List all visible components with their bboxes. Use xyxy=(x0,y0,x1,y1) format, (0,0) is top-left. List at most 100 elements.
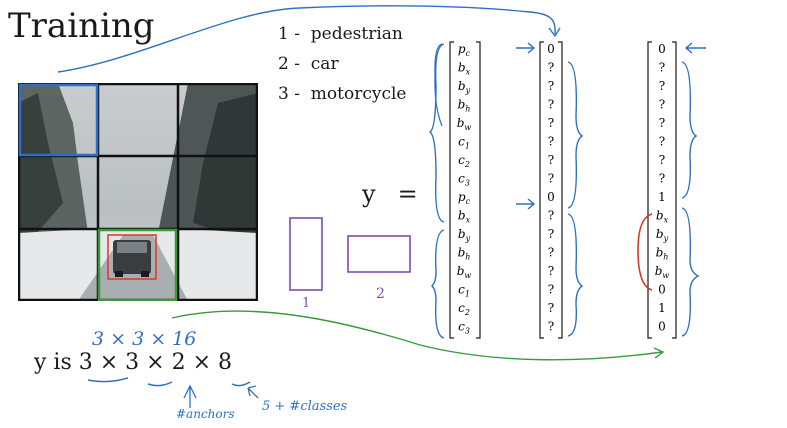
equals-sign: = xyxy=(397,180,418,208)
class-num: 2 - xyxy=(278,54,300,74)
vector-label-cell: c2 xyxy=(458,301,470,317)
vector-b-bracket-right xyxy=(672,41,677,339)
vector-a-cell: ? xyxy=(548,283,554,297)
vector-b-cell: ? xyxy=(659,135,665,149)
vector-a-cell: ? xyxy=(548,227,554,241)
vector-b-brace-bottom xyxy=(681,207,700,337)
vector-b-cell: ? xyxy=(659,153,665,167)
vector-b-cell: ? xyxy=(659,116,665,130)
class-label: motorcycle xyxy=(310,84,407,104)
anchor-box-1 xyxy=(289,217,323,291)
handwritten-classes-note: 5 + #classes xyxy=(262,399,348,414)
vector-b-cell: bw xyxy=(655,264,670,280)
vector-b-brace-top xyxy=(681,61,698,199)
slide-title: Training xyxy=(8,6,155,46)
vector-a-cell: ? xyxy=(548,301,554,315)
green-arrow-cell-to-vector xyxy=(171,310,665,361)
y-symbol: y xyxy=(362,180,376,208)
vector-a-cell: ? xyxy=(548,264,554,278)
arrow-left-icon xyxy=(684,42,706,54)
car-box-highlight xyxy=(637,213,653,291)
vector-a-cell: ? xyxy=(548,209,554,223)
class-num: 1 - xyxy=(278,24,300,44)
vector-a-cell: ? xyxy=(548,320,554,334)
vector-label-cell: c3 xyxy=(458,172,470,188)
right-trees-dark xyxy=(193,93,258,243)
vector-label-cell: c3 xyxy=(458,320,470,336)
class-label: pedestrian xyxy=(310,24,403,44)
left-trees-dark xyxy=(18,93,63,243)
vector-a-cell: ? xyxy=(548,135,554,149)
class-num: 3 - xyxy=(278,84,300,104)
truck-window xyxy=(117,242,147,253)
vector-label-cell: bw xyxy=(457,116,472,132)
vector-b-cell: ? xyxy=(659,79,665,93)
vector-a-cell: ? xyxy=(548,116,554,130)
underline-3x3 xyxy=(87,377,129,383)
arrow-up-icon xyxy=(183,384,197,408)
shape-value: 3 × 3 × 2 × 8 xyxy=(78,350,232,375)
vector-a-cell: ? xyxy=(548,172,554,186)
vector-a-cell: 0 xyxy=(547,42,555,56)
vector-a-brace-bottom xyxy=(567,213,584,337)
anchor2-brace xyxy=(431,229,445,339)
vector-label-cell: c1 xyxy=(458,135,470,151)
vector-label-cell: bh xyxy=(458,98,471,114)
label-vector-bracket-right xyxy=(476,41,481,339)
shape-prefix: y is xyxy=(34,350,72,375)
handwritten-shape: 3 × 3 × 16 xyxy=(92,328,196,350)
truck-wheel xyxy=(141,271,149,277)
anchor-box-2 xyxy=(347,235,411,273)
vector-label-cell: pc xyxy=(458,190,471,206)
arrow-diag-icon xyxy=(247,385,259,399)
class-item-2: 2 - car xyxy=(278,54,339,74)
arrow-right-icon xyxy=(516,198,536,210)
anchor-box-sketches: 1 2 xyxy=(289,217,411,310)
vector-label-cell: pc xyxy=(458,42,471,58)
highlight-cell-blue xyxy=(18,83,99,157)
vector-a-cell: ? xyxy=(548,98,554,112)
underline-8 xyxy=(231,381,251,387)
vector-a-cell: 0 xyxy=(547,190,555,204)
vector-b-cell: bh xyxy=(656,246,669,262)
vector-a: 0??????? 0??????? xyxy=(547,42,555,334)
blue-arrow-cell-to-vector xyxy=(57,5,561,73)
vector-b-cell: 1 xyxy=(658,190,666,204)
vector-label-cell: by xyxy=(458,227,471,243)
y-equals: y= xyxy=(362,180,418,208)
vector-a-cell: ? xyxy=(548,61,554,75)
vector-b-cell: ? xyxy=(659,172,665,186)
anchor-box-2-label: 2 xyxy=(376,286,385,302)
vector-b-cell: 0 xyxy=(658,320,666,334)
vector-b-cell: ? xyxy=(659,61,665,75)
underline-2 xyxy=(147,381,173,387)
vector-a-cell: ? xyxy=(548,153,554,167)
vector-b-cell: by xyxy=(656,227,669,243)
vector-a-brace-top xyxy=(567,61,584,209)
anchor1-brace xyxy=(428,43,445,223)
class-item-3: 3 - motorcycle xyxy=(278,84,406,104)
vector-a-bracket-right xyxy=(558,41,563,339)
anchor-box-1-label: 1 xyxy=(302,296,310,310)
vector-b-bracket-left xyxy=(647,41,652,339)
training-image-grid xyxy=(18,83,258,301)
vector-a-cell: ? xyxy=(548,79,554,93)
vector-b-cell: 1 xyxy=(658,301,666,315)
arrow-right-icon xyxy=(516,42,536,54)
class-item-1: 1 - pedestrian xyxy=(278,24,403,44)
handwritten-anchors: #anchors xyxy=(176,407,235,421)
output-shape-line: y is 3 × 3 × 2 × 8 xyxy=(34,350,232,375)
vector-label-cell: bx xyxy=(458,61,471,77)
class-label: car xyxy=(310,54,339,74)
vector-label-cell: c2 xyxy=(458,153,470,169)
vector-a-cell: ? xyxy=(548,246,554,260)
vector-b-cell: 0 xyxy=(658,283,666,297)
vector-a-bracket-left xyxy=(539,41,544,339)
target-vectors: pc bx by bh bw c1 c2 c3 pc bx by bh bw c1 c2 c3 0??????… xyxy=(428,41,706,339)
vector-b-cell: 0 xyxy=(658,42,666,56)
vector-label-cell: bx xyxy=(458,209,471,225)
vector-label-cell: c1 xyxy=(458,283,470,299)
